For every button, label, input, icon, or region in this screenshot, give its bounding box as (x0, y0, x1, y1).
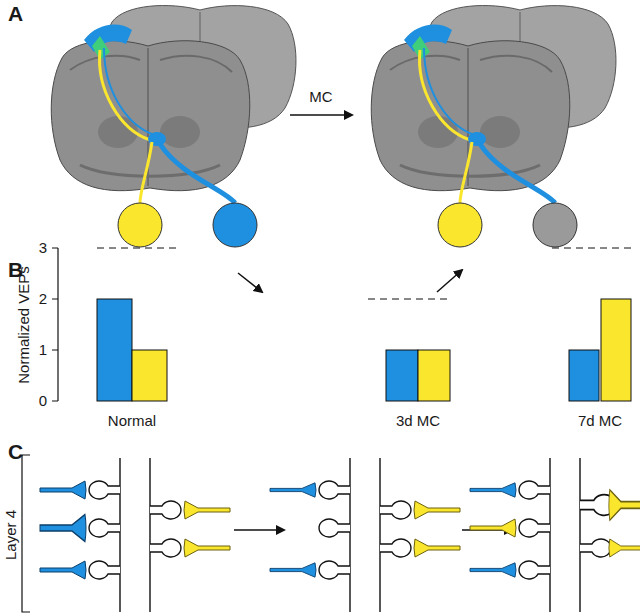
category-label: 7d MC (578, 413, 622, 430)
category-label: 3d MC (396, 413, 440, 430)
bar-chart (52, 248, 636, 401)
layer-label: Layer 4 (3, 510, 20, 560)
cortex-blue (84, 25, 132, 52)
layer-bracket (22, 455, 30, 612)
arrow-label: MC (309, 89, 332, 106)
axis-tick: 2 (39, 291, 47, 308)
bar-blue (386, 350, 418, 401)
mc-arrow (290, 114, 352, 116)
blue-path (480, 144, 555, 203)
time-arrow (234, 529, 284, 531)
bar-yellow (601, 299, 631, 401)
axis-title: Normalized VEPs (16, 266, 33, 384)
trend-arrow (238, 273, 262, 292)
category-label: Normal (108, 413, 156, 430)
blue-path (424, 48, 478, 136)
synapse-3d (270, 458, 460, 612)
yellow-path (420, 50, 470, 140)
axis-tick: 1 (39, 342, 47, 359)
eye-blue (213, 203, 257, 247)
yellow-path (460, 142, 472, 203)
blue-path (104, 48, 158, 136)
sum-line (97, 248, 178, 249)
bar-blue (97, 299, 132, 401)
tick (52, 350, 58, 351)
eye-yellow (118, 203, 162, 247)
panel-letter: C (8, 440, 23, 463)
synapse-normal (40, 458, 230, 612)
eye-yellow (438, 203, 482, 247)
bar-yellow (418, 350, 450, 401)
tick (52, 299, 58, 300)
tick (52, 401, 58, 402)
brain-mc (371, 6, 616, 247)
yellow-path (140, 142, 152, 203)
axis-tick: 3 (39, 240, 47, 257)
blue-path (160, 144, 235, 203)
bar-blue (569, 350, 599, 401)
sum-line (368, 299, 450, 300)
panel-letter: A (8, 2, 23, 25)
yellow-path (100, 50, 150, 140)
axis-tick: 0 (39, 393, 47, 410)
bar-yellow (132, 350, 167, 401)
trend-arrow (437, 270, 462, 292)
eye-closed (533, 203, 577, 247)
y-axis (57, 248, 58, 401)
sum-line (552, 248, 636, 249)
cortex-blue (404, 25, 452, 52)
synapse-7d (470, 458, 640, 612)
tick (52, 248, 58, 249)
brain-normal (51, 6, 296, 247)
